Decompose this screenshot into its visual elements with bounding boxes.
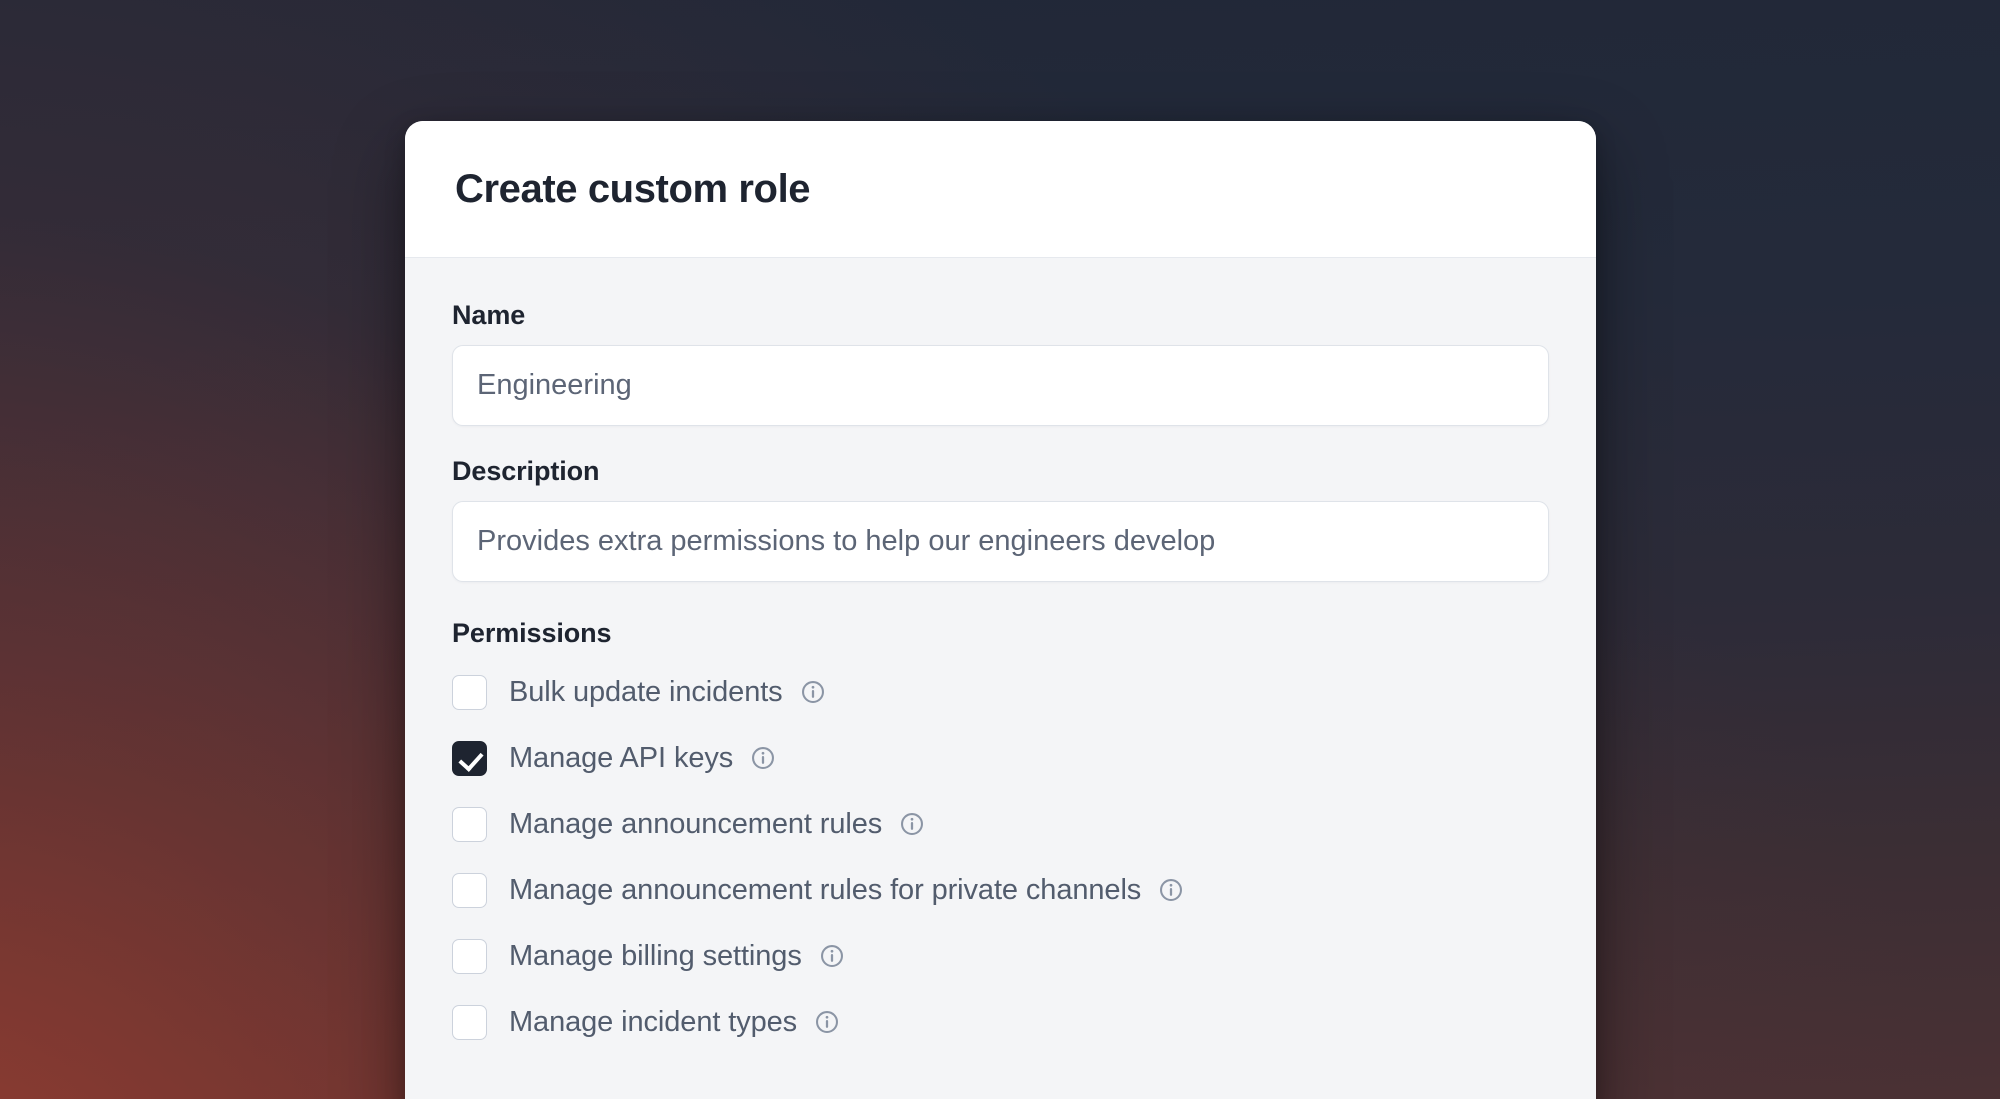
permission-label: Manage incident types xyxy=(509,1005,798,1038)
description-field-group: Description xyxy=(452,456,1549,582)
name-input[interactable] xyxy=(452,345,1549,426)
checkbox-unchecked[interactable] xyxy=(452,806,487,842)
permission-row[interactable]: Bulk update incidents xyxy=(452,659,1549,725)
checkbox-unchecked[interactable] xyxy=(452,938,487,974)
permission-label: Bulk update incidents xyxy=(509,675,783,708)
checkbox-unchecked[interactable] xyxy=(452,674,487,710)
permissions-label: Permissions xyxy=(452,618,612,648)
info-icon[interactable] xyxy=(899,811,925,837)
checkbox-checked[interactable] xyxy=(452,740,487,776)
permission-row[interactable]: Manage incident types xyxy=(452,989,1549,1055)
description-input[interactable] xyxy=(452,501,1549,582)
permission-label: Manage billing settings xyxy=(509,939,802,972)
info-icon[interactable] xyxy=(800,679,826,705)
create-custom-role-dialog: Create custom role Name Description Perm… xyxy=(405,121,1596,1099)
permission-label: Manage announcement rules xyxy=(509,807,883,840)
name-field-group: Name xyxy=(452,300,1549,426)
permission-label: Manage announcement rules for private ch… xyxy=(509,873,1142,906)
permission-row[interactable]: Manage billing settings xyxy=(452,923,1549,989)
permission-label: Manage API keys xyxy=(509,741,734,774)
page-title: Create custom role xyxy=(455,167,811,211)
info-icon[interactable] xyxy=(1158,877,1184,903)
permission-row[interactable]: Manage announcement rules xyxy=(452,791,1549,857)
name-label: Name xyxy=(452,300,526,330)
dialog-body: Name Description Permissions Bulk update… xyxy=(405,258,1596,1099)
permission-row[interactable]: Manage API keys xyxy=(452,725,1549,791)
description-label: Description xyxy=(452,456,600,486)
info-icon[interactable] xyxy=(750,745,776,771)
dialog-header: Create custom role xyxy=(405,121,1596,258)
checkbox-unchecked[interactable] xyxy=(452,1004,487,1040)
info-icon[interactable] xyxy=(814,1009,840,1035)
info-icon[interactable] xyxy=(819,943,845,969)
checkbox-unchecked[interactable] xyxy=(452,872,487,908)
permission-row[interactable]: Manage announcement rules for private ch… xyxy=(452,857,1549,923)
